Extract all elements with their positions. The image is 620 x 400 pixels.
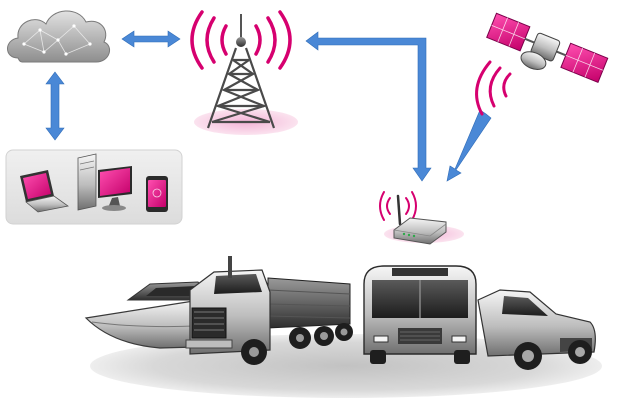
bus-icon [363, 265, 477, 364]
wifi-router-icon [379, 191, 464, 245]
arrow-cloud-tower [121, 30, 181, 48]
devices-panel [5, 149, 183, 225]
dump-truck-icon [185, 256, 353, 365]
cloud-icon [7, 10, 111, 63]
arrow-satellite-router [446, 109, 492, 182]
vehicles-group [84, 256, 602, 398]
laptop-icon [20, 170, 69, 213]
arrow-tower-router [305, 31, 432, 182]
satellite-icon [475, 12, 609, 116]
cell-tower-icon [190, 10, 298, 135]
arrow-cloud-devices [45, 71, 65, 141]
smartphone-icon [146, 176, 168, 212]
pickup-truck-icon [477, 289, 596, 370]
desktop-computer-icon [77, 153, 132, 211]
